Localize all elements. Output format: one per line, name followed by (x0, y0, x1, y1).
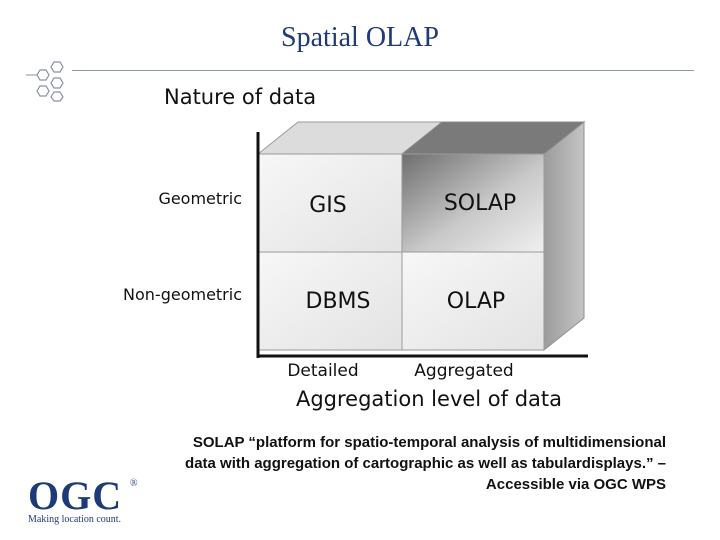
cell-top-right (401, 153, 545, 253)
cell-label-solap: SOLAP (444, 191, 516, 216)
ogc-logo-text: OGC (28, 473, 123, 518)
solap-matrix-diagram: GIS SOLAP DBMS OLAP Nature of data Geome… (123, 85, 588, 411)
cell-bottom-left (257, 251, 403, 351)
cell-label-olap: OLAP (447, 289, 505, 314)
slide-caption: SOLAP “platform for spatio-temporal anal… (86, 432, 666, 495)
caption-line: SOLAP “platform for spatio-temporal anal… (192, 434, 666, 451)
cell-label-dbms: DBMS (306, 289, 371, 314)
col-label-aggregated: Aggregated (414, 361, 513, 381)
cube-side-face (543, 120, 585, 352)
col-label-detailed: Detailed (287, 361, 358, 381)
y-axis-title: Nature of data (164, 85, 316, 109)
row-label-geometric: Geometric (158, 189, 242, 208)
cell-bottom-right (401, 251, 545, 351)
row-label-non-geometric: Non-geometric (123, 285, 242, 304)
ogc-tagline: Making location count. (28, 514, 122, 525)
caption-line: Accessible via OGC WPS (485, 476, 666, 493)
cell-top-left (257, 153, 403, 253)
cell-label-gis: GIS (309, 193, 347, 218)
hexagon-cluster-icon (26, 61, 64, 102)
registered-mark: ® (130, 478, 138, 489)
caption-line: data with aggregation of cartographic as… (185, 455, 666, 472)
ogc-logo: OGC ® Making location count. (28, 473, 138, 526)
x-axis-title: Aggregation level of data (296, 387, 562, 411)
title-divider (72, 70, 694, 71)
slide-title: Spatial OLAP (281, 22, 439, 53)
